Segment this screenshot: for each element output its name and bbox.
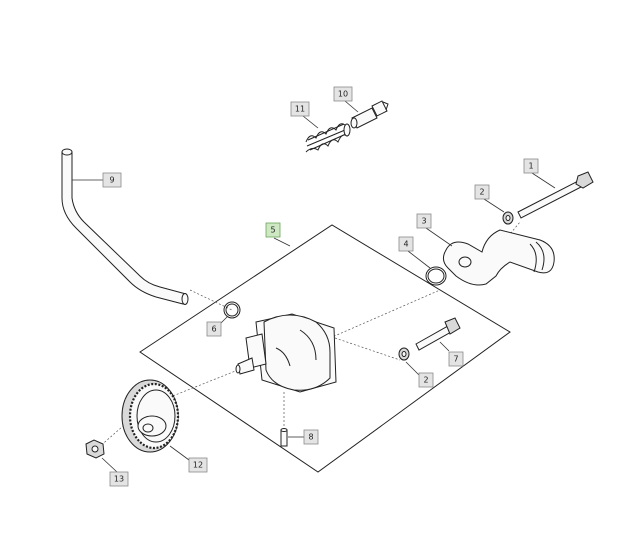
bolt-part[interactable] (517, 171, 594, 219)
o-ring-small-part[interactable] (223, 301, 241, 319)
svg-text:8: 8 (308, 433, 313, 442)
part-label-12[interactable]: 12 (188, 457, 208, 473)
leader-4 (407, 250, 431, 269)
leader-12 (169, 445, 190, 461)
gear-part[interactable] (121, 379, 180, 453)
assembly-outline (139, 224, 511, 473)
washer-lower-part[interactable] (398, 347, 410, 361)
leader-2a (483, 198, 505, 213)
nut-part[interactable] (85, 439, 105, 459)
svg-text:2: 2 (423, 376, 428, 385)
part-label-5[interactable]: 5 (265, 222, 281, 238)
valve-part[interactable] (350, 100, 389, 129)
part-label-13[interactable]: 13 (109, 471, 129, 487)
pump-bolt-part[interactable] (415, 317, 461, 351)
part-label-11[interactable]: 11 (290, 101, 310, 117)
svg-text:6: 6 (211, 325, 216, 334)
part-label-2-upper[interactable]: 2 (474, 184, 490, 200)
leader-3 (425, 227, 453, 247)
assembly-line-pump-to-adapter (329, 289, 441, 339)
svg-text:1: 1 (528, 162, 533, 171)
o-ring-large-part[interactable] (425, 266, 447, 286)
part-label-2-lower[interactable]: 2 (418, 372, 434, 388)
leader-11 (302, 115, 319, 129)
leader-2b (405, 361, 420, 376)
leader-7 (439, 341, 450, 352)
svg-text:13: 13 (114, 475, 124, 484)
svg-text:11: 11 (295, 105, 305, 114)
pin-part[interactable] (280, 428, 288, 447)
leader-1 (531, 172, 556, 189)
tube-part[interactable] (61, 148, 189, 305)
part-label-9[interactable]: 9 (102, 172, 122, 188)
svg-text:7: 7 (453, 355, 458, 364)
adapter-pipe-part[interactable] (442, 229, 555, 286)
part-label-10[interactable]: 10 (333, 86, 353, 102)
assembly-line-pipe-to-ring (189, 289, 233, 311)
svg-text:12: 12 (193, 461, 203, 470)
svg-text:9: 9 (109, 176, 114, 185)
part-label-1[interactable]: 1 (523, 158, 539, 174)
oil-pump-part[interactable] (235, 313, 337, 393)
part-label-8[interactable]: 8 (303, 429, 319, 445)
assembly-line-gear-to-nut (97, 419, 131, 449)
part-label-7[interactable]: 7 (448, 351, 464, 367)
leader-10 (344, 100, 359, 113)
washer-upper-part[interactable] (502, 211, 514, 225)
assembly-line-pump-to-washer (334, 337, 401, 361)
leader-13 (101, 457, 118, 473)
svg-text:10: 10 (338, 90, 348, 99)
svg-text:2: 2 (479, 188, 484, 197)
leader-5 (273, 237, 291, 247)
spring-part[interactable] (305, 123, 351, 153)
part-label-6[interactable]: 6 (206, 321, 222, 337)
svg-text:4: 4 (403, 240, 408, 249)
svg-text:5: 5 (270, 226, 275, 235)
part-label-3[interactable]: 3 (416, 213, 432, 229)
svg-text:3: 3 (421, 217, 426, 226)
part-label-4[interactable]: 4 (398, 236, 414, 252)
